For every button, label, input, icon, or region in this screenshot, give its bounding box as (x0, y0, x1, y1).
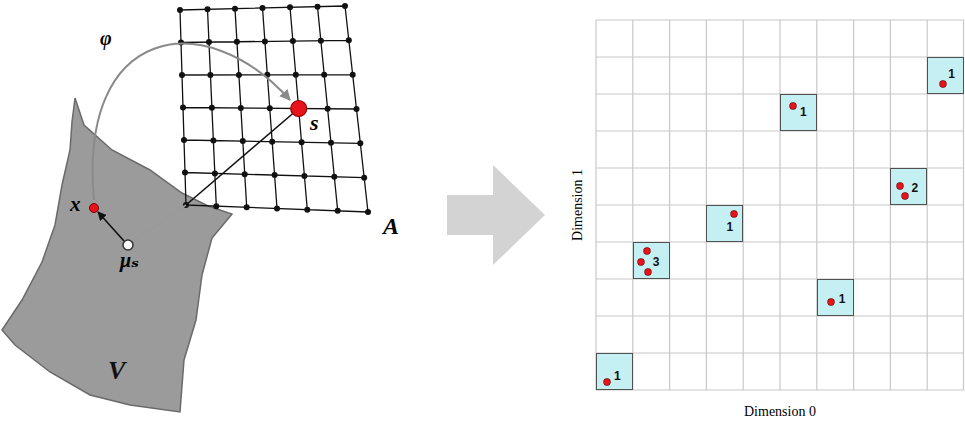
winning-node (291, 101, 307, 117)
count-number: 1 (839, 292, 846, 306)
count-number: 1 (948, 67, 955, 81)
transition-arrow (447, 165, 545, 265)
projection-line (186, 109, 299, 206)
count-number: 3 (653, 255, 660, 269)
point-label: μₛ (120, 250, 139, 270)
histogram-cell: 3 (633, 242, 670, 279)
data-point (731, 211, 737, 217)
node-label: s (309, 112, 320, 134)
data-point (644, 248, 650, 254)
data-point (790, 103, 796, 109)
data-point (902, 193, 908, 199)
histogram-cell: 2 (890, 168, 927, 205)
map-symbol: φ (100, 28, 112, 48)
data-point (940, 81, 946, 87)
input-point (90, 204, 99, 213)
histogram-cell: 1 (596, 353, 633, 390)
lattice-label: A (383, 214, 399, 238)
data-point (897, 183, 903, 189)
count-number: 1 (726, 220, 733, 234)
space-label: V (108, 358, 125, 384)
histogram-cell: 1 (780, 94, 817, 131)
histogram-cell: 1 (927, 57, 964, 94)
centroid-point (123, 240, 133, 250)
lattice-dots (177, 3, 371, 215)
mapping-arrow (93, 44, 290, 200)
histogram-cell: 1 (706, 205, 743, 242)
histogram-grid (596, 20, 964, 390)
axis-label: Dimension 1 (571, 169, 585, 241)
data-point (604, 379, 610, 385)
projection-line (128, 205, 186, 245)
offset-arrow (98, 212, 124, 241)
data-point (638, 259, 644, 265)
lattice-lines (180, 6, 368, 212)
count-number: 1 (800, 105, 807, 119)
region-shape (2, 98, 232, 412)
data-point (645, 269, 651, 275)
data-point (828, 299, 834, 305)
point-label: x (70, 194, 81, 215)
count-number: 1 (614, 369, 621, 383)
histogram-cell: 1 (817, 279, 854, 316)
axis-label: Dimension 0 (744, 405, 816, 419)
count-number: 2 (911, 181, 918, 195)
